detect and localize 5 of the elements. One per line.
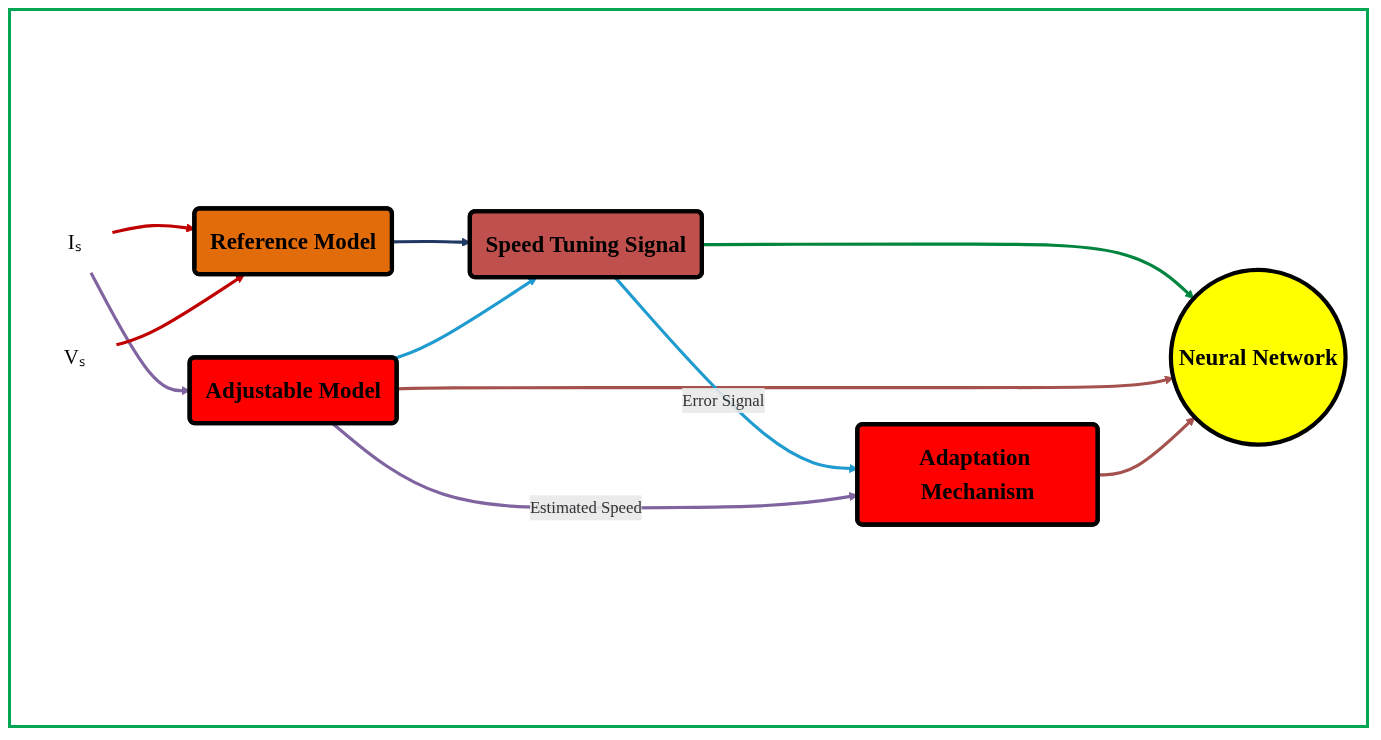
edge-label: Estimated Speed xyxy=(529,497,642,516)
node-text: Vₛ xyxy=(63,344,85,368)
node-circle: Neural Network xyxy=(1168,267,1348,447)
edge-label: Error Signal xyxy=(681,390,764,409)
node-text: Iₛ xyxy=(67,229,81,253)
